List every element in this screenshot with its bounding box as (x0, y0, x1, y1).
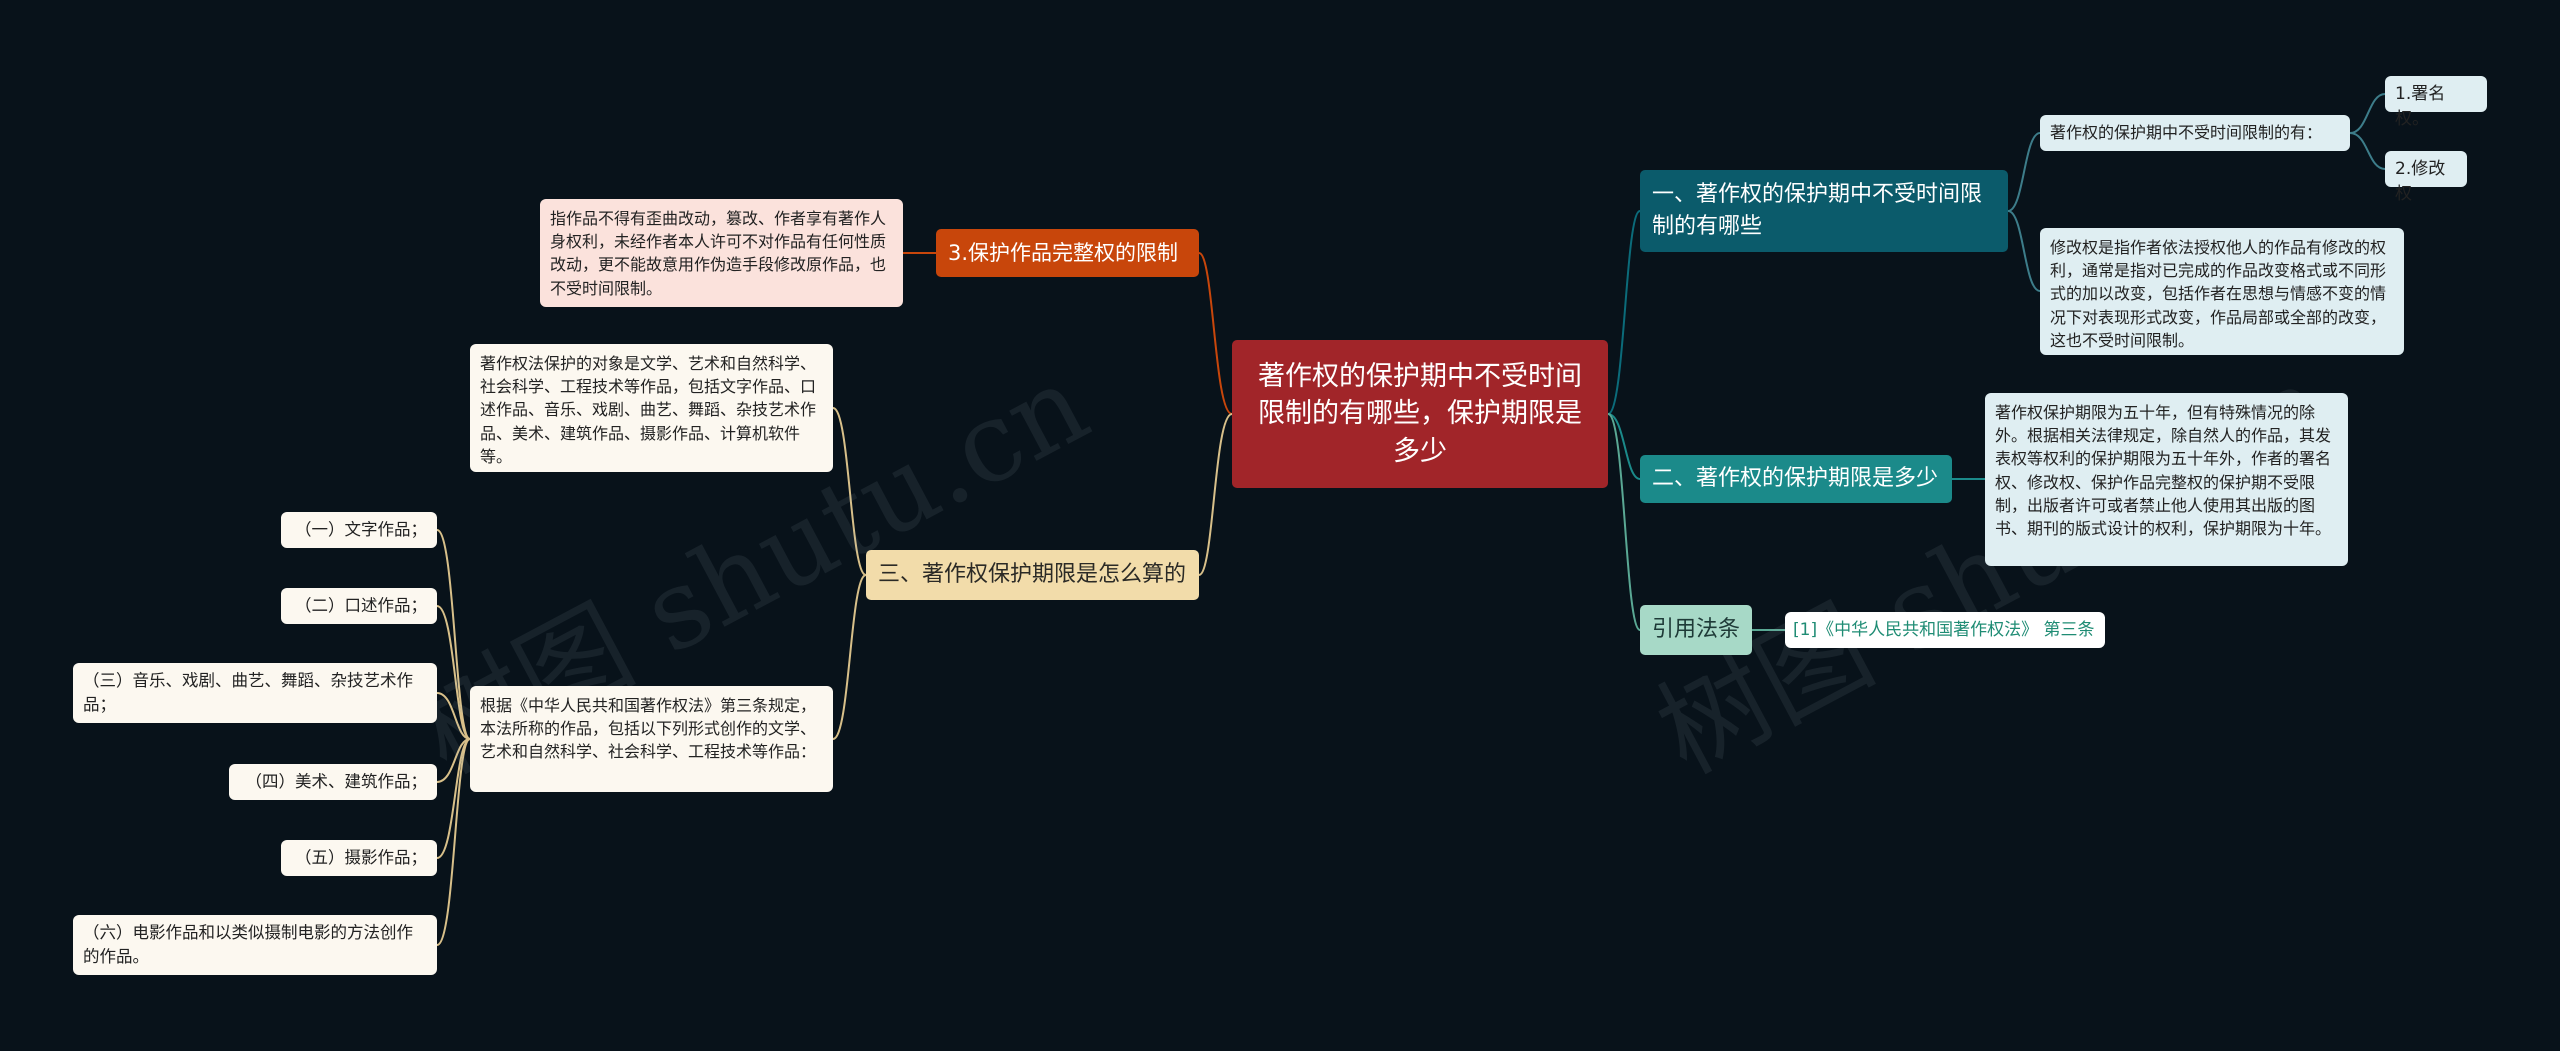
work-type-1-label: （一）文字作品； (295, 520, 427, 539)
branch-no-time-limit[interactable]: 一、著作权的保护期中不受时间限制的有哪些 (1640, 170, 2008, 252)
link-item-4 (436, 738, 471, 783)
branch-integrity-limit[interactable]: 3.保护作品完整权的限制 (936, 229, 1199, 277)
link-root-b1 (1607, 210, 1641, 415)
work-type-4[interactable]: （四）美术、建筑作品； (229, 764, 437, 800)
link-item-3 (436, 692, 471, 740)
b2-desc-node[interactable]: 著作权保护期限为五十年，但有特殊情况的除外。根据相关法律规定，除自然人的作品，其… (1985, 393, 2348, 566)
law-citation-node[interactable]: [1]《中华人民共和国著作权法》 第三条 (1785, 612, 2105, 648)
branch-cited-law-label: 引用法条 (1652, 616, 1741, 642)
link-item-1 (436, 529, 471, 740)
branch-protection-term-label: 二、著作权的保护期限是多少 (1652, 465, 1939, 491)
link-item-5 (436, 738, 471, 859)
link-sub-item1 (2349, 93, 2386, 134)
b1-item-2[interactable]: 2.修改权 (2385, 151, 2467, 204)
root-topic-label: 著作权的保护期中不受时间限制的有哪些，保护期限是多少 (1258, 361, 1582, 467)
link-root-b2 (1607, 413, 1641, 480)
branch-protection-term[interactable]: 二、著作权的保护期限是多少 (1640, 455, 1952, 503)
branch-term-calculation-label: 三、著作权保护期限是怎么算的 (878, 561, 1187, 587)
branch-cited-law[interactable]: 引用法条 (1640, 605, 1752, 655)
link-b5-desc2 (832, 574, 867, 740)
b5-desc1-text: 著作权法保护的对象是文学、艺术和自然科学、社会科学、工程技术等作品，包括文字作品… (480, 354, 817, 466)
b1-item-1-label: 1.署名权。 (2395, 84, 2446, 129)
root-topic[interactable]: 著作权的保护期中不受时间限制的有哪些，保护期限是多少 (1232, 340, 1608, 488)
law-citation-link[interactable]: [1]《中华人民共和国著作权法》 第三条 (1793, 620, 2095, 640)
b5-desc2-text: 根据《中华人民共和国著作权法》第三条规定，本法所称的作品，包括以下列形式创作的文… (480, 696, 817, 762)
link-item-2 (436, 605, 471, 740)
link-b5-desc1 (832, 407, 867, 576)
link-b1-sub (2007, 132, 2041, 212)
b1-desc-text: 修改权是指作者依法授权他人的作品有修改的权利，通常是指对已完成的作品改变格式或不… (2050, 238, 2387, 350)
link-root-b3 (1607, 413, 1641, 631)
work-type-5[interactable]: （五）摄影作品； (281, 840, 437, 876)
b4-desc-text: 指作品不得有歪曲改动，篡改、作者享有著作人身权利，未经作者本人许可不对作品有任何… (550, 209, 887, 298)
b1-sub-label: 著作权的保护期中不受时间限制的有： (2050, 123, 2323, 142)
link-root-b4 (1198, 252, 1233, 415)
work-type-2[interactable]: （二）口述作品； (281, 588, 437, 624)
b2-desc-text: 著作权保护期限为五十年，但有特殊情况的除外。根据相关法律规定，除自然人的作品，其… (1995, 403, 2332, 538)
b1-item-1[interactable]: 1.署名权。 (2385, 76, 2487, 129)
work-type-6[interactable]: （六）电影作品和以类似摄制电影的方法创作的作品。 (73, 915, 437, 975)
branch-term-calculation[interactable]: 三、著作权保护期限是怎么算的 (866, 550, 1199, 600)
link-item-6 (436, 738, 471, 946)
work-type-3[interactable]: （三）音乐、戏剧、曲艺、舞蹈、杂技艺术作品； (73, 663, 437, 723)
work-type-1[interactable]: （一）文字作品； (281, 512, 437, 548)
branch-integrity-limit-label: 3.保护作品完整权的限制 (948, 240, 1179, 265)
branch-no-time-limit-label: 一、著作权的保护期中不受时间限制的有哪些 (1652, 182, 1983, 239)
work-type-4-label: （四）美术、建筑作品； (245, 772, 428, 791)
b1-sub-node[interactable]: 著作权的保护期中不受时间限制的有： (2040, 115, 2350, 151)
b5-desc2-node[interactable]: 根据《中华人民共和国著作权法》第三条规定，本法所称的作品，包括以下列形式创作的文… (470, 686, 833, 792)
work-type-2-label: （二）口述作品； (295, 596, 427, 615)
work-type-3-label: （三）音乐、戏剧、曲艺、舞蹈、杂技艺术作品； (83, 671, 413, 714)
work-type-5-label: （五）摄影作品； (295, 848, 427, 867)
work-type-6-label: （六）电影作品和以类似摄制电影的方法创作的作品。 (83, 923, 413, 966)
link-sub-item2 (2349, 132, 2386, 170)
b1-desc-node[interactable]: 修改权是指作者依法授权他人的作品有修改的权利，通常是指对已完成的作品改变格式或不… (2040, 228, 2404, 355)
link-root-b5 (1198, 413, 1233, 576)
b4-desc-node[interactable]: 指作品不得有歪曲改动，篡改、作者享有著作人身权利，未经作者本人许可不对作品有任何… (540, 199, 903, 307)
link-b1-desc (2007, 210, 2041, 292)
b1-item-2-label: 2.修改权 (2395, 159, 2446, 204)
b5-desc1-node[interactable]: 著作权法保护的对象是文学、艺术和自然科学、社会科学、工程技术等作品，包括文字作品… (470, 344, 833, 472)
